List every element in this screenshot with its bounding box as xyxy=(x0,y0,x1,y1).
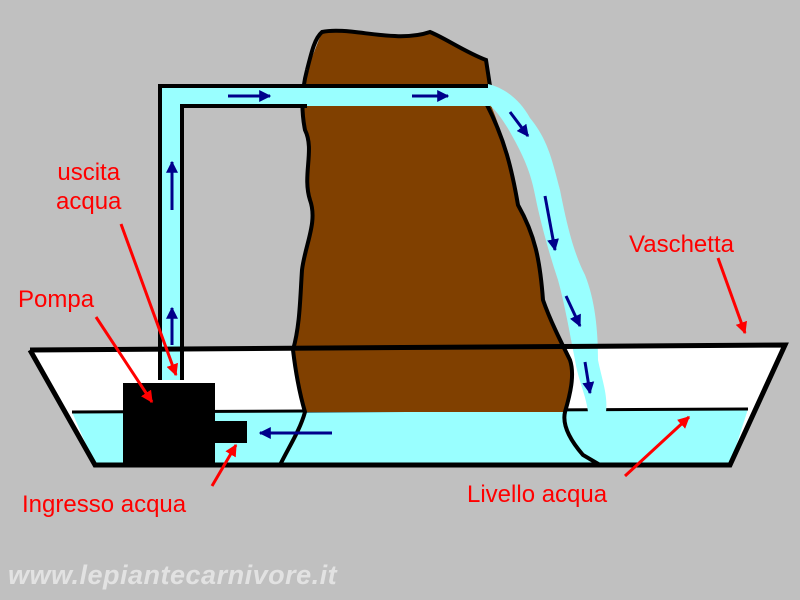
pipe-inner-edge xyxy=(180,104,307,380)
label-uscita-line2: acqua xyxy=(56,188,122,215)
waterfall xyxy=(488,84,607,412)
pointer-uscita-acqua xyxy=(119,223,178,377)
rock-outline-right xyxy=(485,104,602,467)
pipe-outer-edge xyxy=(158,84,490,380)
label-vaschetta: Vaschetta xyxy=(629,231,734,258)
pump-body xyxy=(123,383,215,465)
pump-inlet xyxy=(212,421,247,443)
pointer-ingresso-acqua xyxy=(210,443,238,487)
label-ingresso-acqua: Ingresso acqua xyxy=(22,491,187,518)
flow-arrow-fall-1 xyxy=(508,111,530,137)
flow-arrow-fall-4 xyxy=(582,361,595,395)
flow-arrow-fall-2 xyxy=(543,195,559,252)
label-livello-acqua: Livello acqua xyxy=(467,481,608,508)
pointer-livello-acqua xyxy=(623,415,691,478)
label-uscita-acqua: uscita acqua xyxy=(56,158,121,216)
label-pompa: Pompa xyxy=(18,286,95,313)
pointer-vaschetta xyxy=(716,257,747,335)
flow-arrow-fall-3 xyxy=(564,295,582,328)
basin-outline xyxy=(27,342,789,468)
watermark: www.lepiantecarnivore.it xyxy=(8,560,338,590)
rock xyxy=(293,30,573,413)
rock-outline xyxy=(278,69,315,466)
pointer-pompa xyxy=(94,316,154,404)
rock-outline-top xyxy=(305,28,492,87)
label-uscita-line1: uscita xyxy=(57,159,121,186)
